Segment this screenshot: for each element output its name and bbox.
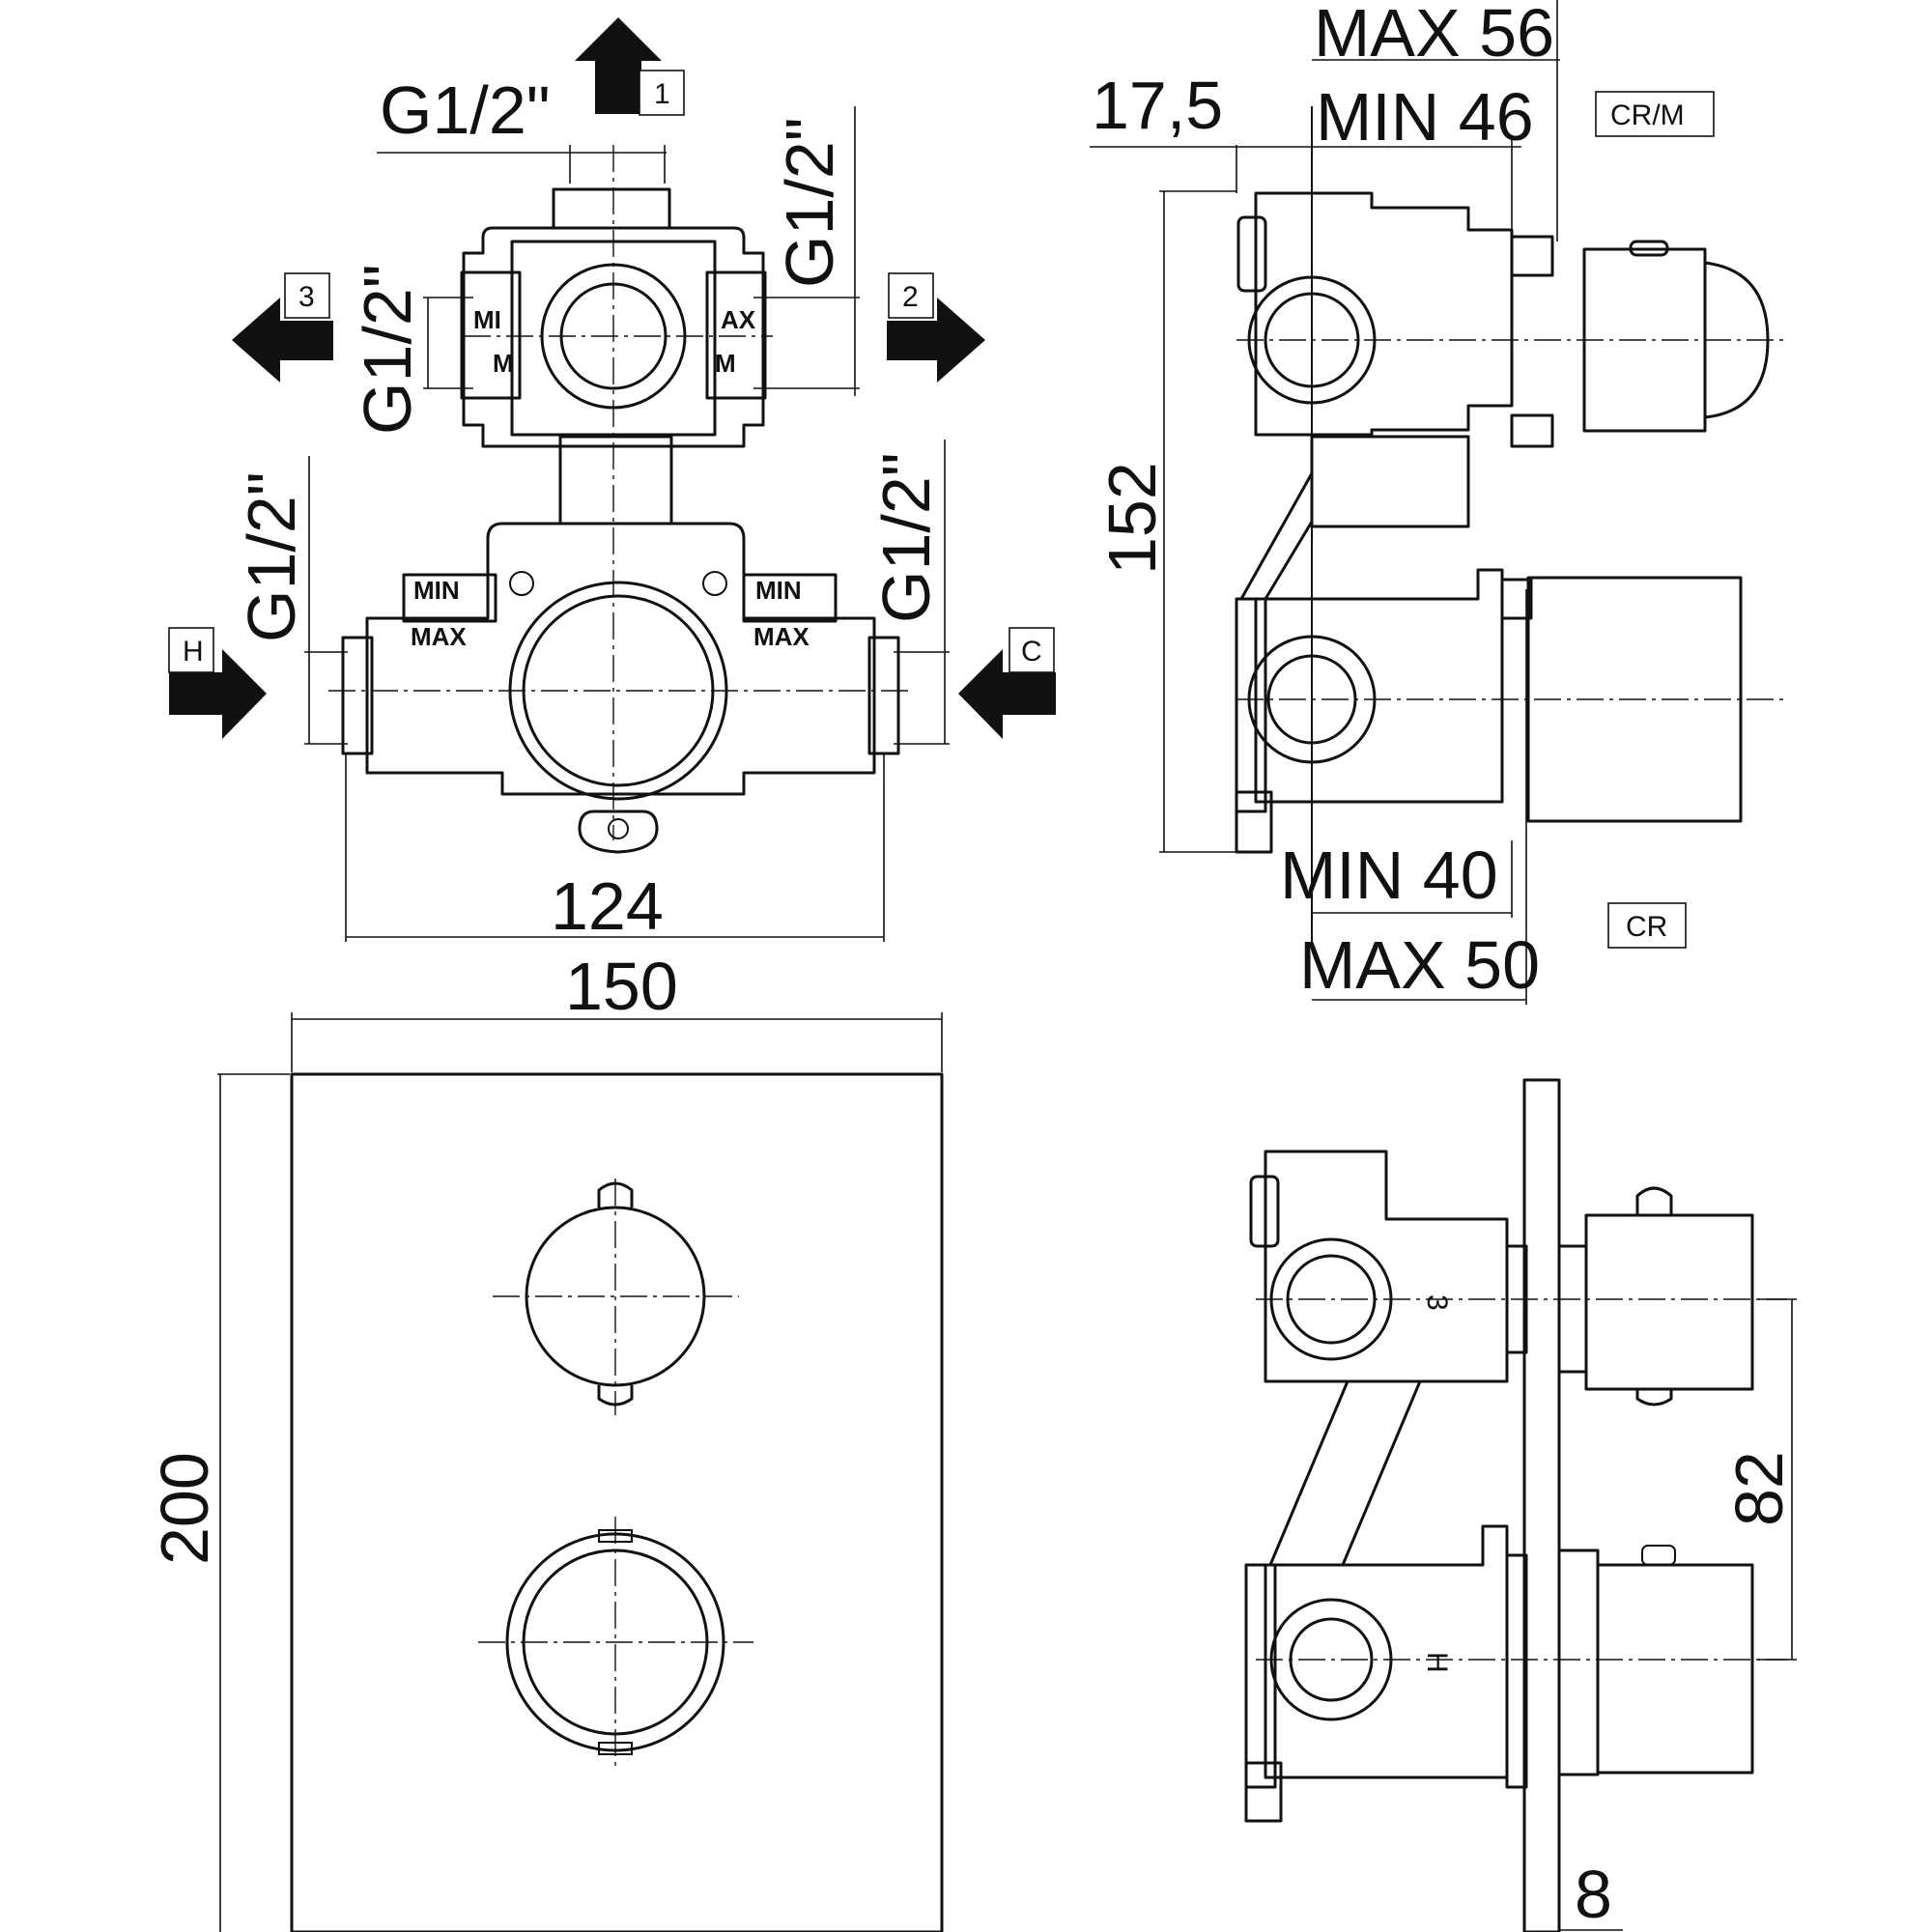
port-1-tag — [639, 70, 685, 116]
screw-left-icon — [509, 571, 534, 596]
dim-82: 82 — [1721, 1451, 1797, 1526]
marking-port-h: H — [1421, 1652, 1453, 1673]
arrow-left-icon — [232, 298, 333, 383]
diverter-frame — [462, 226, 765, 448]
marking-ax: AX — [721, 305, 756, 334]
arrow-hot-in-icon — [169, 649, 267, 739]
port-3-tag — [284, 272, 330, 319]
marking-min-right: MIN — [755, 576, 802, 605]
assembly-knob-spacer — [1557, 1244, 1588, 1374]
min-max-tab-left — [402, 573, 497, 623]
side-diverter-cap — [1236, 215, 1267, 293]
side-thermostat-flange — [1235, 597, 1267, 813]
dim-max50: MAX 50 — [1299, 927, 1540, 1003]
dim-min40: MIN 40 — [1280, 838, 1498, 913]
marking-port-3: 3 — [1421, 1294, 1453, 1311]
dim-hot-thread: G1/2" — [234, 471, 309, 642]
dim-8: 8 — [1575, 1857, 1612, 1932]
drain-lug — [578, 810, 659, 854]
top-outlet-nozzle — [552, 187, 671, 230]
outlet3-stub — [460, 270, 522, 400]
marking-m-left: M — [493, 349, 514, 378]
thermostat-collar — [1500, 578, 1533, 620]
outlet2-stub — [705, 270, 767, 400]
assembly-diverter-cap — [1249, 1175, 1280, 1248]
assembly-thermostat-spacer — [1505, 1553, 1528, 1789]
assembly-diverter-knob-marker-top — [1635, 1186, 1673, 1215]
side-diverter-block — [1254, 191, 1514, 437]
marking-min-left: MIN — [413, 576, 460, 605]
side-cover-plate — [1522, 1078, 1561, 1932]
port-2-label: 2 — [902, 281, 919, 313]
assembly-thermostat-collar — [1557, 1548, 1600, 1776]
side-thermostat-block — [1254, 568, 1504, 804]
marking-m-right: M — [715, 349, 736, 378]
hot-inlet-stub — [341, 636, 374, 755]
diverter-knob-marker — [1629, 240, 1669, 257]
marking-mi: MI — [473, 305, 501, 334]
front-view-body: MI AX M M MIN MAX MIN MAX — [168, 17, 1056, 944]
arrow-right-icon — [887, 298, 985, 383]
connecting-neck — [558, 435, 673, 526]
side-neck — [1310, 435, 1470, 528]
port-c-tag — [1009, 627, 1055, 673]
side-diverter-collar-bottom — [1510, 413, 1554, 448]
dim-17-5: 17,5 — [1092, 68, 1223, 143]
dim-200: 200 — [147, 1452, 222, 1565]
dim-max56: MAX 56 — [1314, 0, 1554, 71]
assembly-thermostat-flange — [1244, 1563, 1277, 1789]
dim-outlet2-thread: G1/2" — [772, 117, 847, 288]
assembly-thermostat-foot — [1244, 1761, 1283, 1823]
side-view-assembly: 8 3 H 82 — [1244, 1078, 1797, 1932]
assembly-diverter-block — [1264, 1150, 1509, 1383]
side-diverter-collar-top — [1510, 235, 1554, 277]
port-2-tag — [888, 272, 934, 319]
assembly-slant-neck — [1268, 1380, 1422, 1567]
port-h-label: H — [183, 636, 204, 668]
dim-outlet3-thread: G1/2" — [350, 264, 425, 435]
marking-max-right: MAX — [753, 622, 810, 651]
assembly-thermostat-block — [1264, 1524, 1509, 1779]
dim-top-thread: G1/2" — [380, 72, 551, 148]
screw-right-icon — [702, 571, 727, 596]
min-max-tab-right — [742, 573, 838, 623]
port-1-label: 1 — [654, 78, 670, 110]
dim-152: 152 — [1094, 462, 1170, 575]
port-c-label: C — [1021, 636, 1042, 668]
dim-124: 124 — [551, 868, 664, 944]
port-3-label: 3 — [298, 281, 315, 313]
variant-crm-label: CR/M — [1610, 99, 1685, 131]
side-slant-bracket — [1239, 472, 1314, 601]
drain-hole — [608, 818, 629, 839]
variant-cr-label: CR — [1626, 911, 1667, 943]
thermostat-body — [365, 522, 876, 796]
variant-cr-tag — [1607, 902, 1687, 949]
assembly-diverter-knob-marker-bottom — [1635, 1389, 1673, 1406]
arrow-cold-in-icon — [958, 649, 1056, 739]
front-view-plate: 150 200 — [147, 949, 944, 1932]
assembly-thermostat-knob — [1596, 1563, 1754, 1775]
assembly-thermostat-knob-marker — [1641, 1545, 1676, 1566]
dim-min46: MIN 46 — [1316, 79, 1534, 155]
variant-crm-tag — [1595, 91, 1715, 137]
side-thermostat-foot — [1235, 790, 1273, 854]
side-view-body: MAX 56 MIN 46 17,5 152 MIN 40 MAX 50 CR/… — [1090, 0, 1787, 1005]
dim-150: 150 — [565, 949, 678, 1024]
cover-plate — [290, 1072, 944, 1932]
port-h-tag — [168, 627, 214, 673]
marking-max-left: MAX — [411, 622, 467, 651]
assembly-diverter-knob — [1584, 1213, 1754, 1391]
dim-cold-thread: G1/2" — [868, 452, 944, 623]
